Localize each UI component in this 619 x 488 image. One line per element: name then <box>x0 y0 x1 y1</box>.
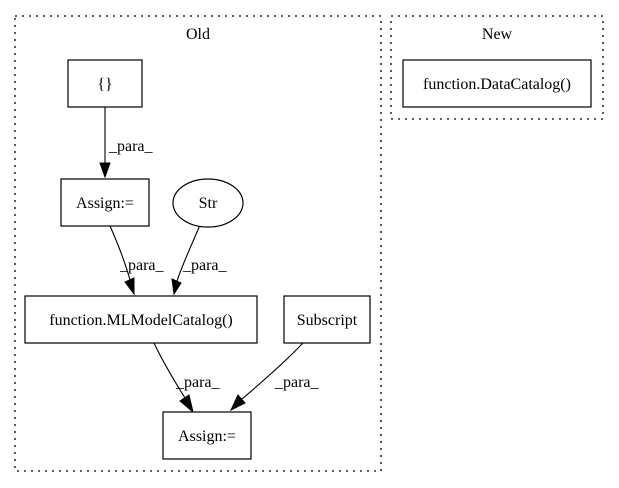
node-braces-label: {} <box>97 76 112 93</box>
node-assign-bottom[interactable]: Assign:= <box>162 411 252 460</box>
node-subscript[interactable]: Subscript <box>283 295 371 344</box>
cluster-old-title: Old <box>186 26 210 43</box>
node-assign-top-label: Assign:= <box>76 195 134 212</box>
node-datacatalog-label: function.DataCatalog() <box>423 76 571 93</box>
edge-braces-to-assign <box>99 107 111 179</box>
edge-assign-to-ml <box>109 225 135 296</box>
node-assign-top[interactable]: Assign:= <box>60 178 150 227</box>
edge-label-ml-to-assign: _para_ <box>175 374 221 391</box>
edge-label-braces-to-assign: _para_ <box>108 138 154 155</box>
cluster-new-title: New <box>482 26 513 43</box>
node-assign-bottom-label: Assign:= <box>178 428 236 445</box>
edge-label-subscript-to-assign: _para_ <box>274 374 320 391</box>
node-str[interactable]: Str <box>172 178 244 228</box>
edge-ml-to-assign <box>153 342 194 414</box>
node-str-label: Str <box>199 195 218 212</box>
node-subscript-label: Subscript <box>297 312 358 329</box>
node-braces[interactable]: {} <box>67 59 143 108</box>
node-mlmodelcatalog[interactable]: function.MLModelCatalog() <box>24 295 258 344</box>
edge-subscript-to-assign <box>229 342 304 412</box>
node-mlmodelcatalog-label: function.MLModelCatalog() <box>49 312 233 329</box>
edge-label-str-to-ml: _para_ <box>182 257 228 274</box>
cluster-old <box>14 15 382 472</box>
edge-str-to-ml <box>171 224 201 296</box>
cluster-new <box>390 15 604 120</box>
edge-label-assign-to-ml: _para_ <box>119 257 165 274</box>
node-datacatalog[interactable]: function.DataCatalog() <box>402 59 592 108</box>
